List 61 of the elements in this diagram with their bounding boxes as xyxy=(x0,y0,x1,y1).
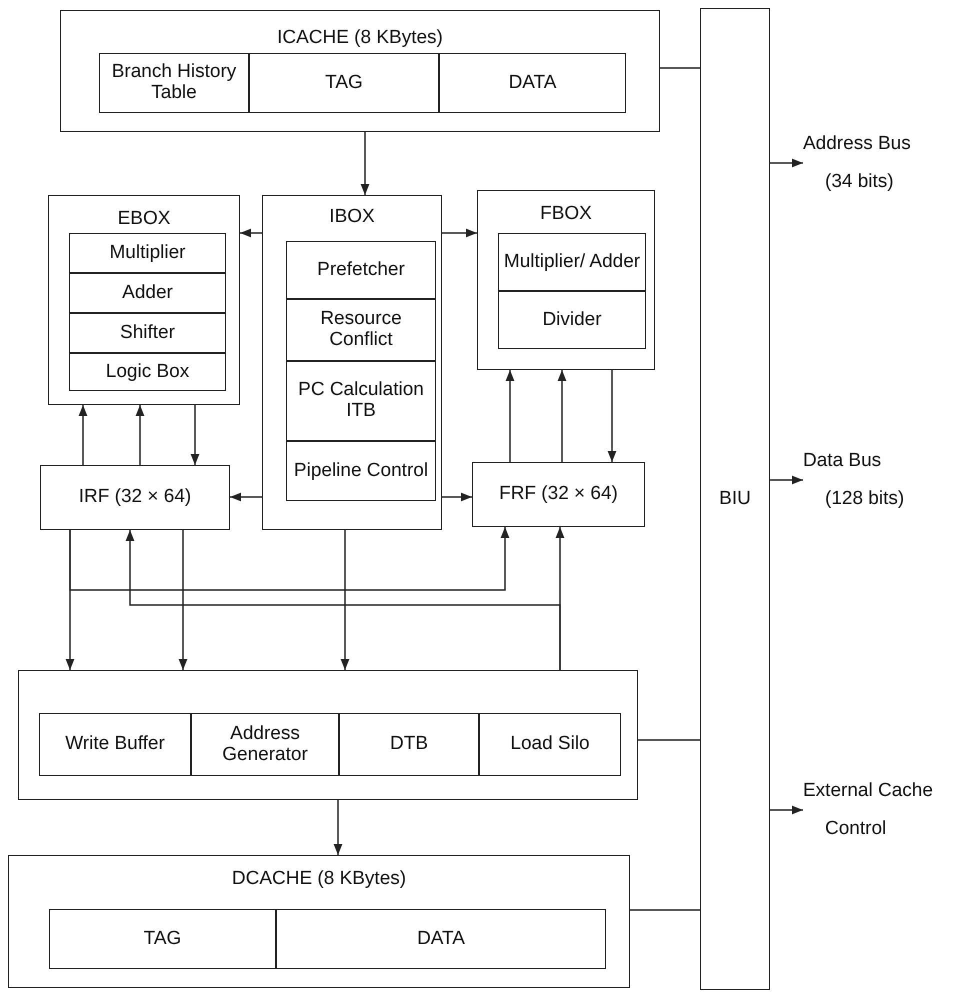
arrow xyxy=(770,158,803,168)
unit-cell: Adder xyxy=(69,273,226,313)
connector-line xyxy=(630,909,700,911)
bus-label: Address Bus xyxy=(803,133,912,155)
unit-cell: Prefetcher xyxy=(286,241,436,299)
arrow xyxy=(178,530,188,670)
bus-label: External Cache xyxy=(803,780,934,802)
unit-cell: Address Generator xyxy=(191,713,339,776)
unit-title: ICACHE (8 KBytes) xyxy=(276,27,444,49)
unit-cell: Write Buffer xyxy=(39,713,191,776)
arrow xyxy=(608,370,616,462)
connector-line xyxy=(638,739,700,741)
arrow xyxy=(334,800,342,855)
unit-cell: Resource Conflict xyxy=(286,299,436,361)
bus-label: Control xyxy=(824,818,888,840)
unit-box xyxy=(60,10,660,132)
arrow xyxy=(190,405,200,465)
arrow xyxy=(442,492,472,502)
arrow xyxy=(360,132,370,195)
unit-cell: Logic Box xyxy=(69,353,226,391)
unit-cell: Pipeline Control xyxy=(286,441,436,501)
bus-label: (34 bits) xyxy=(824,171,895,193)
arrow xyxy=(340,530,350,670)
unit-box xyxy=(477,190,655,370)
arrow xyxy=(240,228,262,238)
arrow xyxy=(126,530,561,670)
unit-cell: Shifter xyxy=(69,313,226,353)
bus-interface-box: BIU xyxy=(700,8,770,990)
arrow xyxy=(230,492,262,502)
connector-line xyxy=(660,67,700,69)
arrow xyxy=(558,370,566,462)
unit-cell: DATA xyxy=(439,53,626,113)
unit-box xyxy=(18,670,638,800)
arrow xyxy=(770,476,803,484)
unit-cell: TAG xyxy=(249,53,439,113)
unit-title: DCACHE (8 KBytes) xyxy=(230,868,408,890)
unit-cell: Multiplier/ Adder xyxy=(498,233,646,291)
unit-cell: TAG xyxy=(49,909,276,969)
arrow xyxy=(78,405,88,465)
unit-cell: Branch History Table xyxy=(99,53,249,113)
arrow xyxy=(770,806,803,814)
arrow xyxy=(442,228,477,238)
unit-cell: DATA xyxy=(276,909,606,969)
bus-label: Data Bus xyxy=(803,450,882,472)
unit-cell: IRF (32 × 64) xyxy=(40,465,230,530)
unit-title: EBOX xyxy=(116,208,172,230)
unit-box xyxy=(262,195,442,530)
bus-label: (128 bits) xyxy=(824,488,906,510)
unit-title: FBOX xyxy=(539,203,593,225)
unit-box xyxy=(8,855,630,988)
unit-title: IBOX xyxy=(328,206,376,228)
unit-cell: FRF (32 × 64) xyxy=(472,462,645,527)
arrow xyxy=(136,405,144,465)
unit-cell: Divider xyxy=(498,291,646,349)
arrow xyxy=(506,370,514,462)
arrow xyxy=(69,527,510,591)
unit-cell: PC Calculation ITB xyxy=(286,361,436,441)
unit-cell: DTB xyxy=(339,713,479,776)
unit-cell: Load Silo xyxy=(479,713,621,776)
unit-box xyxy=(48,195,240,405)
unit-cell: Multiplier xyxy=(69,233,226,273)
